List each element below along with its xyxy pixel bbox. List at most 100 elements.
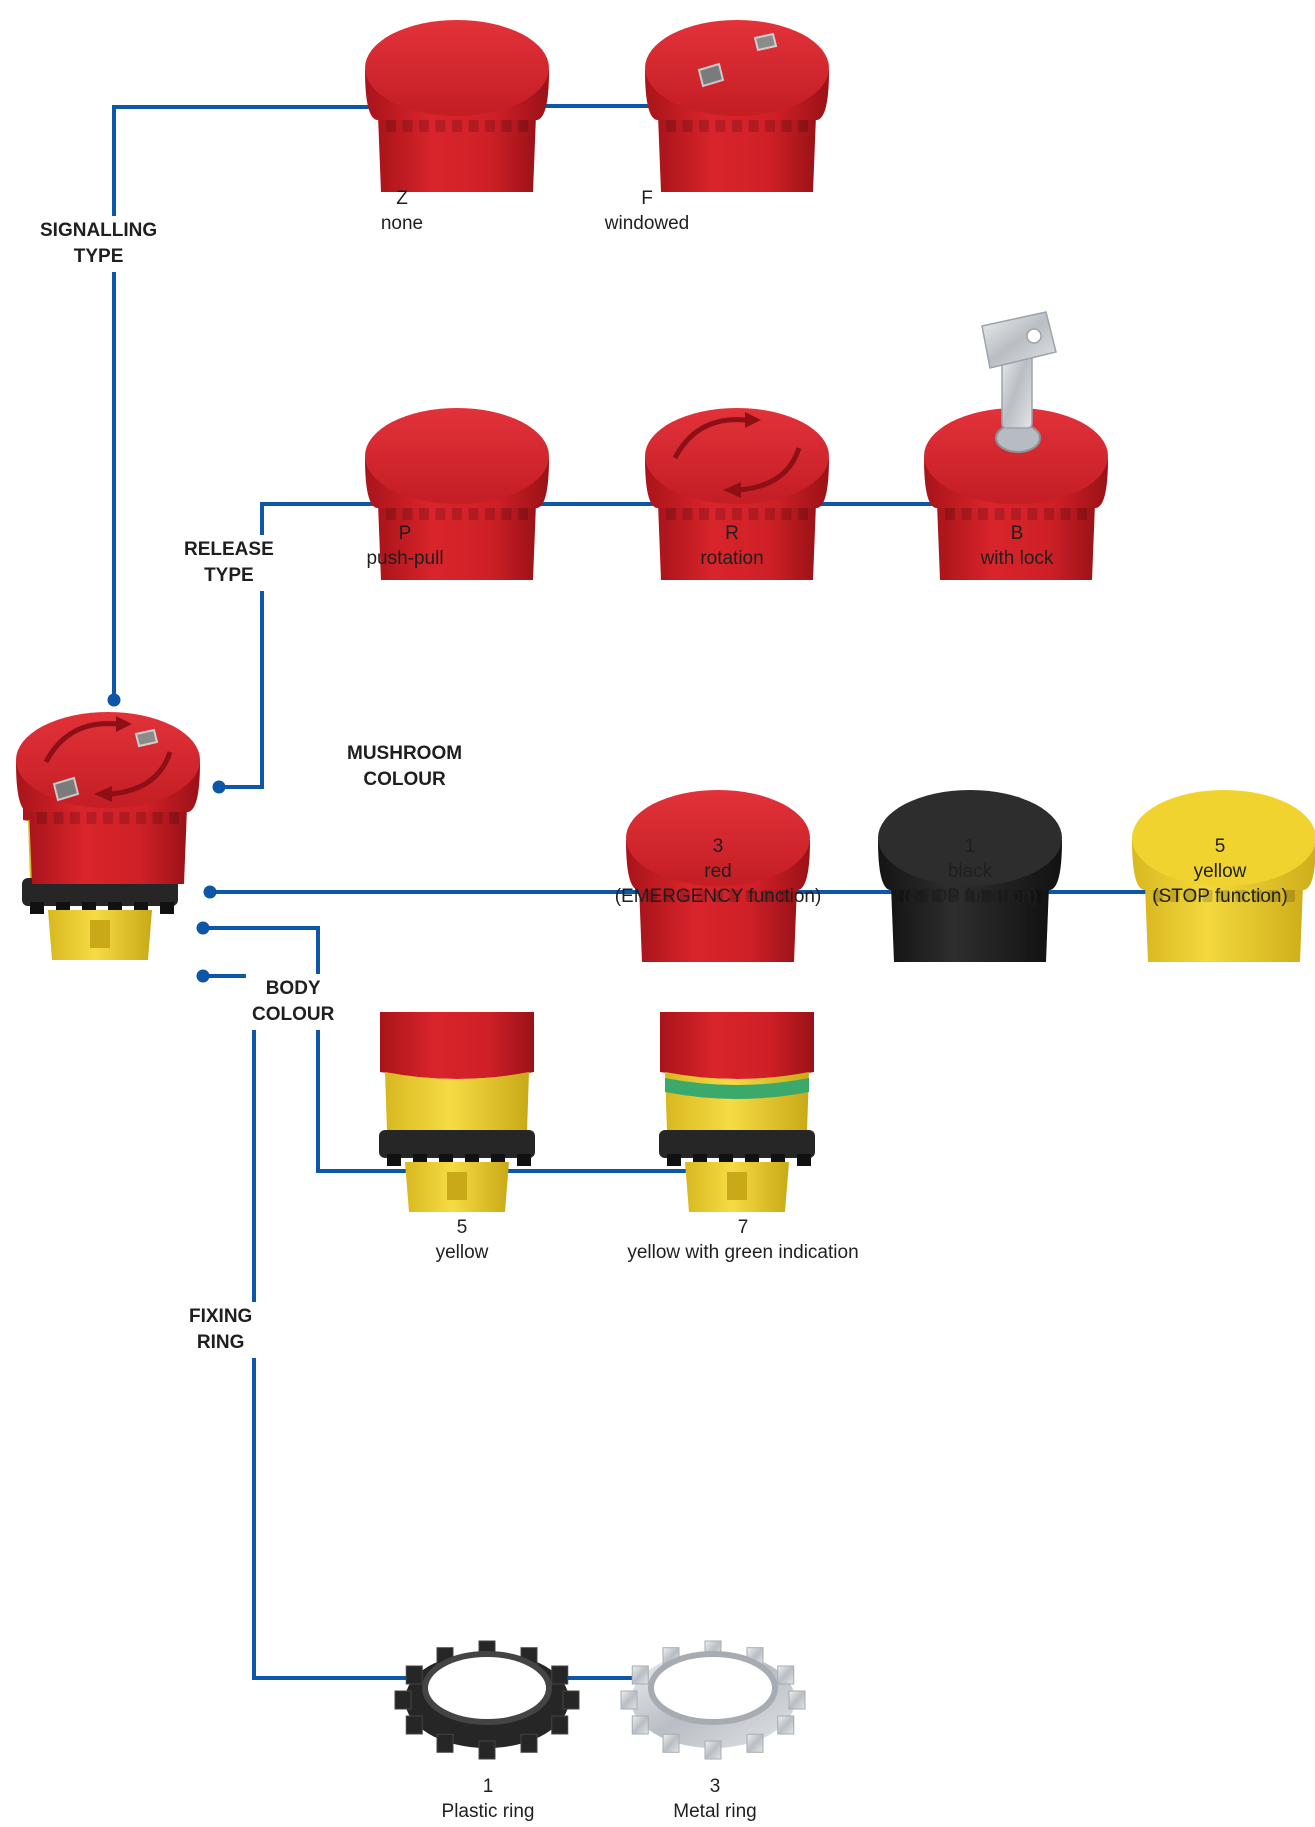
body-shell: [385, 1072, 529, 1132]
ring-tooth: [478, 1740, 496, 1760]
ring-tooth: [551, 1715, 569, 1735]
connector-dot: [203, 885, 217, 899]
mushroom-red-push-pull: [365, 408, 549, 580]
option-description: yellow: [1193, 861, 1247, 882]
option-description: with lock: [980, 548, 1054, 569]
body-yellow-green: [659, 1012, 815, 1212]
ring-tooth: [160, 902, 174, 914]
ring-tooth: [30, 902, 44, 914]
mushroom-cap: [1132, 790, 1315, 886]
body-notch: [447, 1172, 467, 1200]
category-label-line: SIGNALLING: [40, 220, 158, 241]
option-description: yellow with green indication: [627, 1242, 859, 1263]
ring-metal: [620, 1640, 806, 1760]
category-fixing-ring: FIXING RING: [183, 1302, 259, 1358]
ring-tooth: [520, 1733, 538, 1753]
mushroom-cap: [645, 408, 829, 504]
arrow-head-icon: [745, 412, 761, 428]
option-note: (STOP function): [902, 886, 1038, 907]
option-description: Plastic ring: [441, 1801, 535, 1822]
option-description: none: [380, 213, 424, 234]
mushroom-cap: [365, 20, 549, 116]
mushroom-red: [626, 790, 810, 962]
option-signalling-z: Z none: [342, 186, 462, 236]
mushroom-stub: [660, 1012, 814, 1079]
option-code: 7: [737, 1217, 749, 1238]
body-yellow: [379, 1012, 535, 1212]
mushroom-cap: [878, 790, 1062, 886]
option-note: (EMERGENCY function): [614, 886, 822, 907]
option-body-yellow-green: 7 yellow with green indication: [603, 1215, 883, 1265]
ring-tooth: [777, 1715, 795, 1735]
connector-line: [219, 502, 1010, 789]
mushroom-cap: [626, 790, 810, 886]
category-mushroom-colour: MUSHROOM COLOUR: [337, 739, 473, 795]
rotation-arrow-icon: [109, 751, 173, 797]
option-release-p: P push-pull: [325, 521, 485, 571]
option-code: 5: [456, 1217, 468, 1238]
key-hole: [1026, 328, 1042, 344]
ring-tooth: [631, 1715, 649, 1735]
option-code: Z: [396, 188, 408, 209]
ring-tooth: [436, 1733, 454, 1753]
option-body-yellow: 5 yellow: [402, 1215, 522, 1265]
mushroom-red-rotation: [645, 408, 829, 580]
option-mushroom-yellow: 5 yellow (STOP function): [1130, 834, 1310, 909]
option-code: B: [1010, 523, 1024, 544]
ring-hole: [648, 1651, 778, 1725]
ring-tooth: [562, 1690, 580, 1710]
ring-tooth: [551, 1665, 569, 1685]
option-ring-metal: 3 Metal ring: [645, 1774, 785, 1824]
option-ring-plastic: 1 Plastic ring: [418, 1774, 558, 1824]
category-label-line: MUSHROOM: [347, 743, 463, 764]
category-label-line: TYPE: [204, 565, 254, 586]
option-note: (STOP function): [1152, 886, 1288, 907]
option-code: 1: [482, 1776, 494, 1797]
window-icon: [753, 32, 778, 52]
ring-tooth: [746, 1733, 764, 1753]
fixing-ring-icon: [22, 878, 178, 906]
ring-tooth: [788, 1690, 806, 1710]
ring-tooth: [662, 1733, 680, 1753]
category-label-line: TYPE: [73, 246, 124, 267]
ring-tooth: [667, 1154, 681, 1166]
ring-tooth: [394, 1690, 412, 1710]
arrow-head-icon: [94, 786, 112, 802]
ring-tooth: [777, 1665, 795, 1685]
category-label-line: BODY: [265, 978, 321, 999]
option-description: rotation: [700, 548, 764, 569]
ring-plastic: [394, 1640, 580, 1760]
option-code: F: [641, 188, 653, 209]
green-indicator: [665, 1078, 809, 1099]
option-description: Metal ring: [673, 1801, 757, 1822]
category-label-line: COLOUR: [363, 769, 446, 790]
mushroom-red-windowed: [645, 20, 829, 192]
option-mushroom-black: 1 black (STOP function): [880, 834, 1060, 909]
option-code: 1: [964, 836, 976, 857]
connector-dot: [212, 780, 226, 794]
window-icon: [134, 728, 159, 748]
option-code: 3: [709, 1776, 721, 1797]
category-label-line: RING: [196, 1332, 245, 1353]
ring-tooth: [704, 1740, 722, 1760]
ring-tooth: [620, 1690, 638, 1710]
window-icon: [697, 62, 725, 88]
mushroom-red-with-lock: [924, 311, 1108, 580]
option-description: red: [704, 861, 732, 882]
connector-dot: [196, 921, 210, 935]
arrow-head-icon: [116, 716, 132, 732]
category-signalling-type: SIGNALLING TYPE: [34, 216, 164, 272]
connector-line: [203, 926, 720, 1173]
main-button-mushroom: [16, 712, 200, 884]
mushroom-cap: [365, 408, 549, 504]
option-mushroom-red: 3 red (EMERGENCY function): [598, 834, 838, 909]
category-label-line: RELEASE: [184, 539, 274, 560]
mushroom-red-none: [365, 20, 549, 192]
option-release-b: B with lock: [937, 521, 1097, 571]
ring-tooth: [517, 1154, 531, 1166]
option-description: black: [947, 861, 993, 882]
category-label-line: COLOUR: [252, 1004, 335, 1025]
rotation-arrow-icon: [672, 417, 746, 460]
ring-tooth: [387, 1154, 401, 1166]
